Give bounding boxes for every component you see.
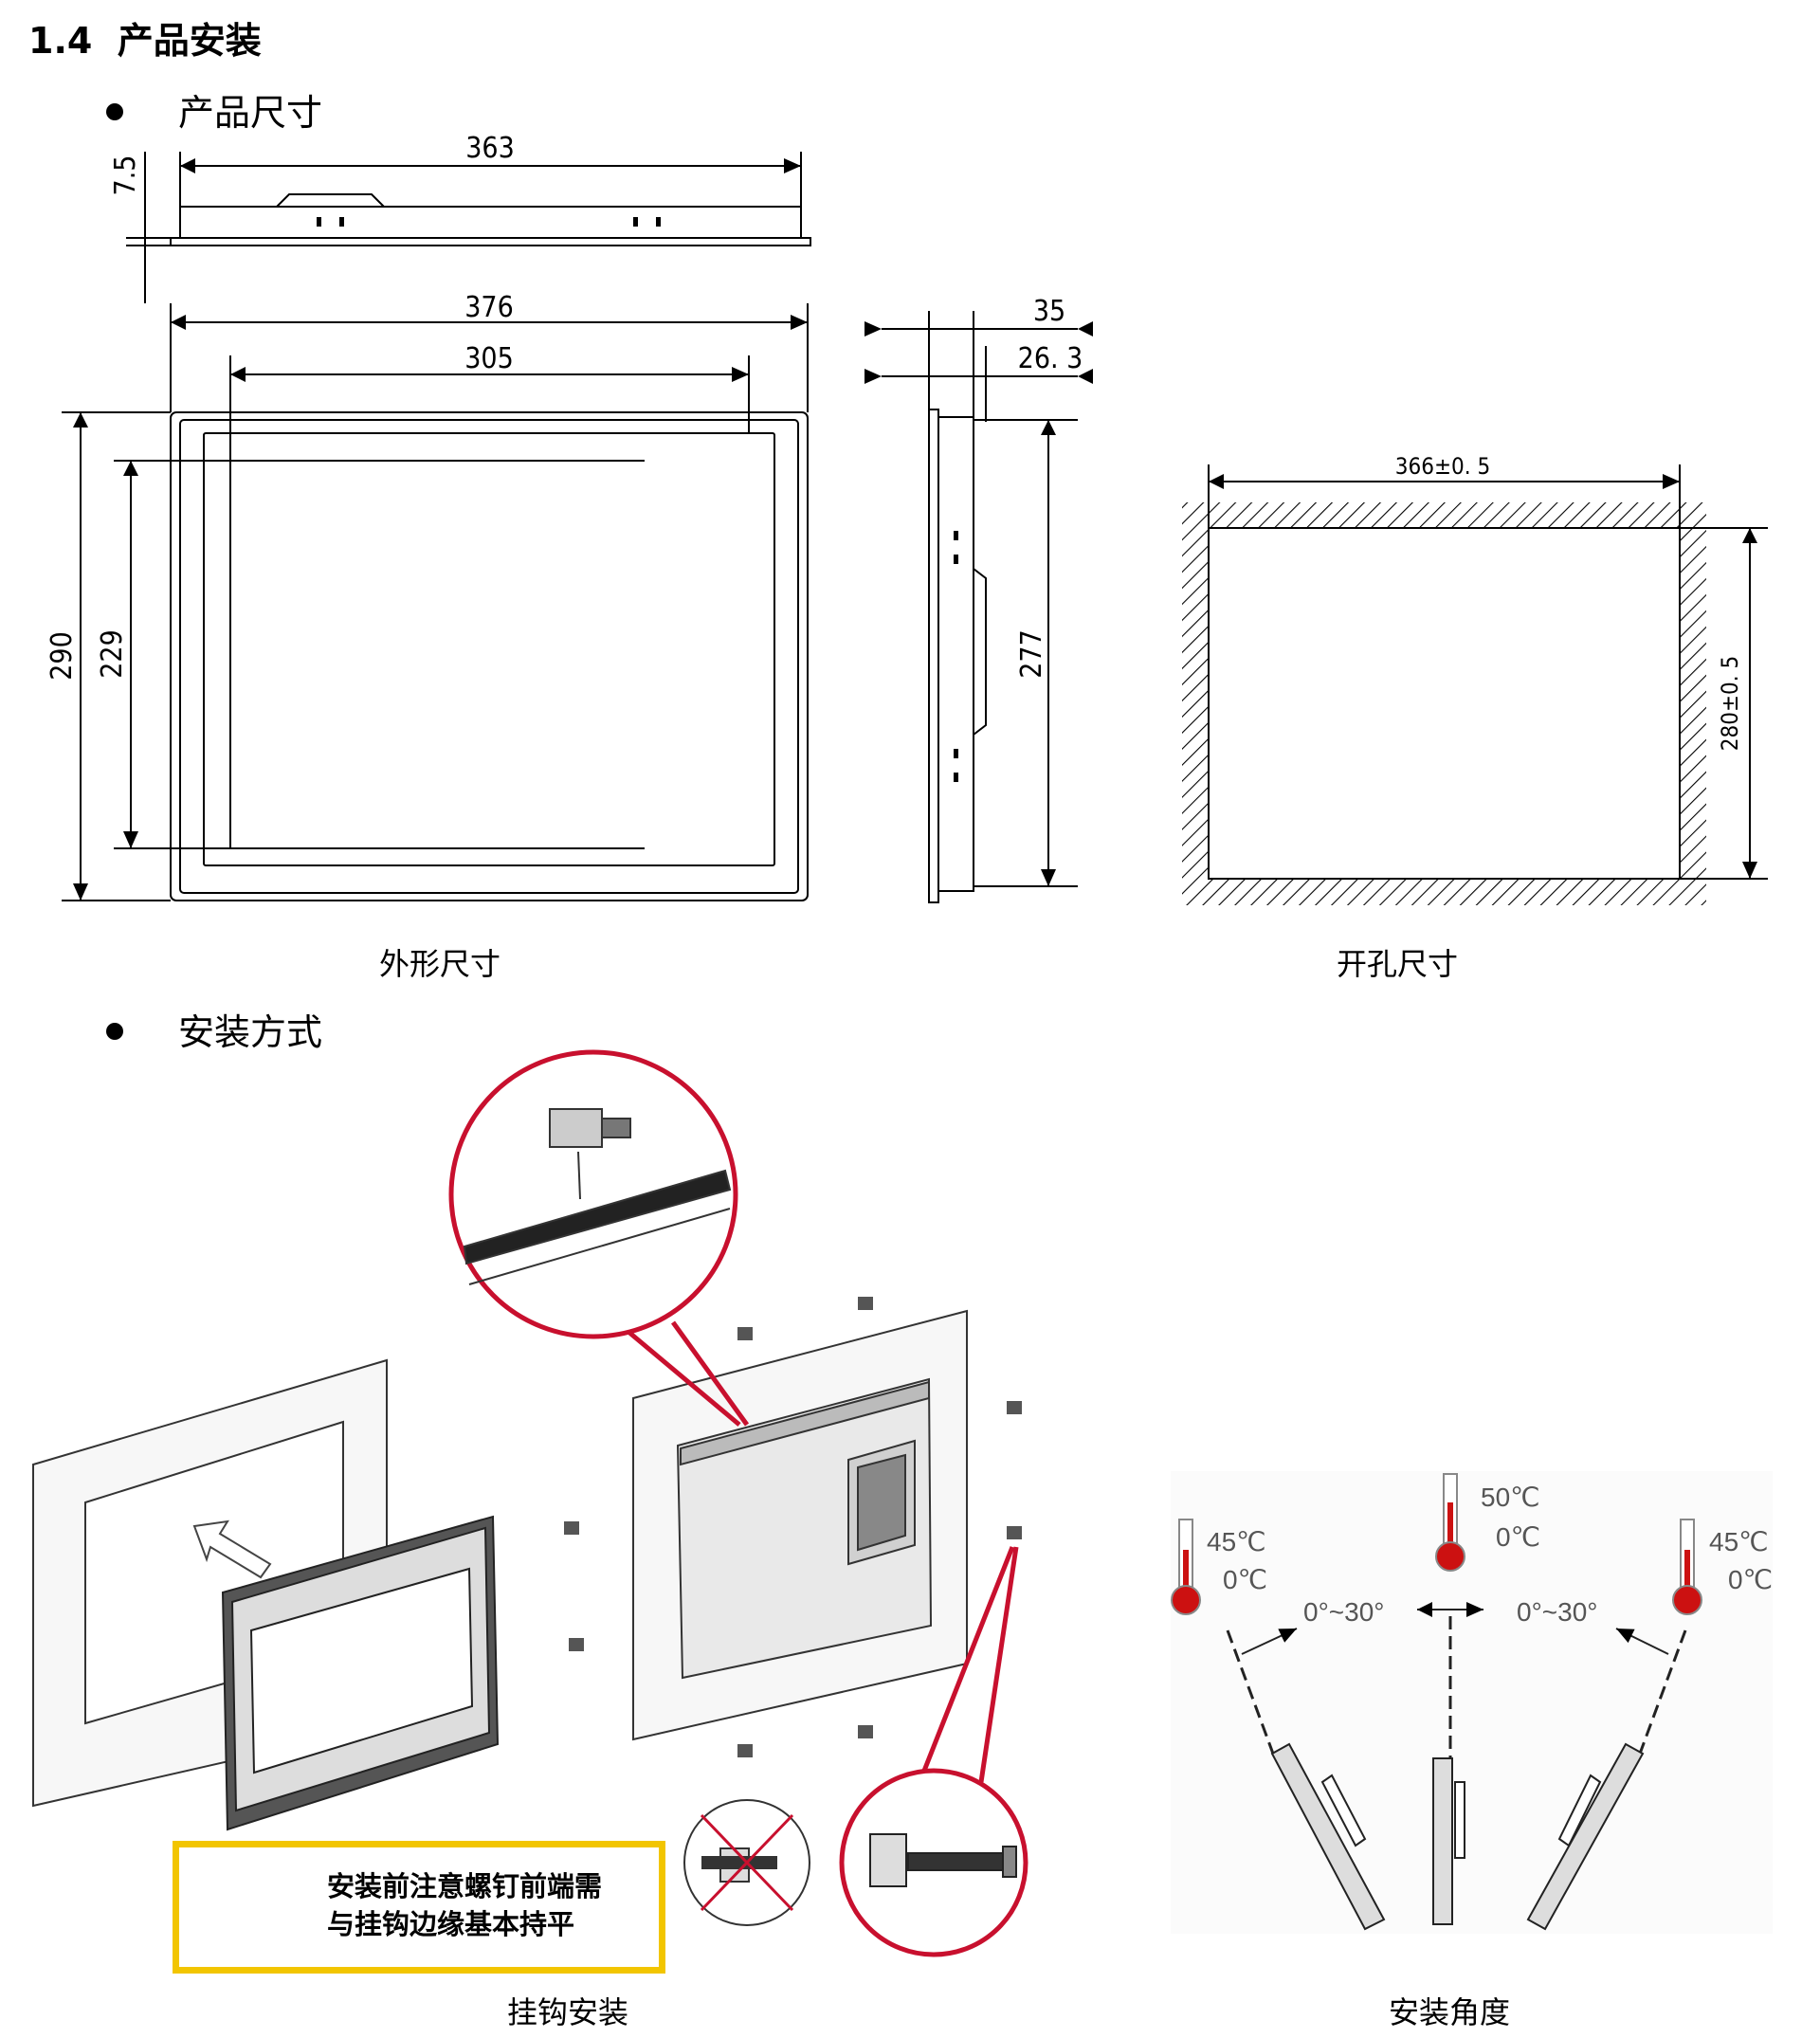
screw-correct-icon xyxy=(869,1833,1017,1887)
section-heading: 1.4 产品安装 xyxy=(28,11,262,64)
dim-cutout-height: 280±0. 5 xyxy=(1717,656,1743,751)
bullet-dimensions: 产品尺寸 xyxy=(106,83,322,136)
cutout-view xyxy=(1182,464,1768,905)
dim-outer-width: 376 xyxy=(464,291,514,324)
tilted-panels xyxy=(1270,1742,1645,1931)
callout-top-detail xyxy=(463,1108,732,1285)
panel-device xyxy=(221,1515,500,1831)
warning-text: 安装前注意螺钉前端需 与挂钩边缘基本持平 xyxy=(327,1867,602,1943)
dim-side-depth-inner: 26. 3 xyxy=(1018,342,1083,375)
screw-wrong-icon xyxy=(683,1799,810,1926)
front-view xyxy=(62,303,809,901)
left-high-temp: 45℃ xyxy=(1207,1527,1266,1556)
section-number: 1.4 xyxy=(28,20,93,62)
dim-cutout-width: 366±0. 5 xyxy=(1395,453,1490,480)
thermometer-icon xyxy=(1171,1473,1702,1615)
right-angle-range: 0°~30° xyxy=(1517,1597,1598,1627)
callout-top xyxy=(448,1049,750,1427)
caption-cutout: 开孔尺寸 xyxy=(1337,946,1459,982)
dim-outer-height: 290 xyxy=(46,631,79,681)
warning-line-1: 安装前注意螺钉前端需 xyxy=(327,1870,603,1902)
right-low-temp: 0℃ xyxy=(1728,1565,1774,1594)
bullet-install-method-label: 安装方式 xyxy=(178,1011,323,1053)
dim-top-width: 363 xyxy=(465,132,515,165)
dim-top-thickness: 7.5 xyxy=(109,155,142,196)
bullet-icon xyxy=(106,1022,123,1040)
bullet-install-method: 安装方式 xyxy=(106,1003,322,1055)
warning-line-2: 与挂钩边缘基本持平 xyxy=(327,1908,575,1940)
angle-diagram xyxy=(1171,1471,1773,1934)
left-low-temp: 0℃ xyxy=(1223,1565,1268,1594)
bullet-icon xyxy=(106,102,123,120)
center-high-temp: 50℃ xyxy=(1481,1483,1540,1512)
center-low-temp: 0℃ xyxy=(1496,1522,1541,1552)
caption-outline: 外形尺寸 xyxy=(379,946,501,982)
warning-box xyxy=(173,1841,665,1974)
dim-side-depth: 35 xyxy=(1033,295,1065,328)
dim-side-height: 277 xyxy=(1015,629,1048,679)
callout-bottom-right xyxy=(839,1546,1028,1957)
right-high-temp: 45℃ xyxy=(1709,1527,1769,1556)
section-title: 产品安装 xyxy=(117,20,262,62)
mounting-hooks xyxy=(564,1297,1022,1757)
left-angle-range: 0°~30° xyxy=(1303,1597,1385,1627)
insert-arrow-icon xyxy=(192,1519,272,1579)
side-view xyxy=(864,311,1093,903)
dim-screen-width: 305 xyxy=(464,342,514,375)
mounting-board xyxy=(632,1309,968,1741)
bullet-dimensions-label: 产品尺寸 xyxy=(178,92,323,134)
dim-screen-height: 229 xyxy=(96,629,129,679)
top-view xyxy=(126,152,811,303)
caption-hook: 挂钩安装 xyxy=(507,1994,629,2030)
caption-angle: 安装角度 xyxy=(1389,1994,1511,2030)
